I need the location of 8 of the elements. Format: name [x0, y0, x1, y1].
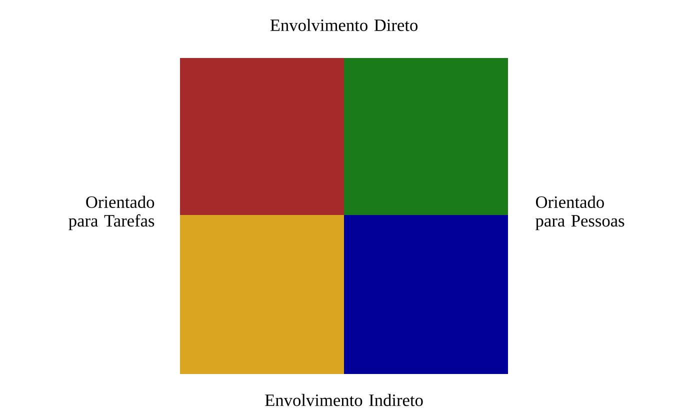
quadrant-box: [180, 215, 344, 374]
axis-label: Orientado para Tarefas: [68, 196, 154, 230]
axis-label: Envolvimento Direto: [270, 18, 418, 32]
axis-label: Orientado para Pessoas: [536, 196, 624, 230]
axis-label: Envolvimento Indireto: [265, 394, 423, 406]
quadrant-box: [344, 215, 508, 374]
quadrant-box: [344, 58, 508, 215]
quadrant-box: [180, 58, 344, 215]
